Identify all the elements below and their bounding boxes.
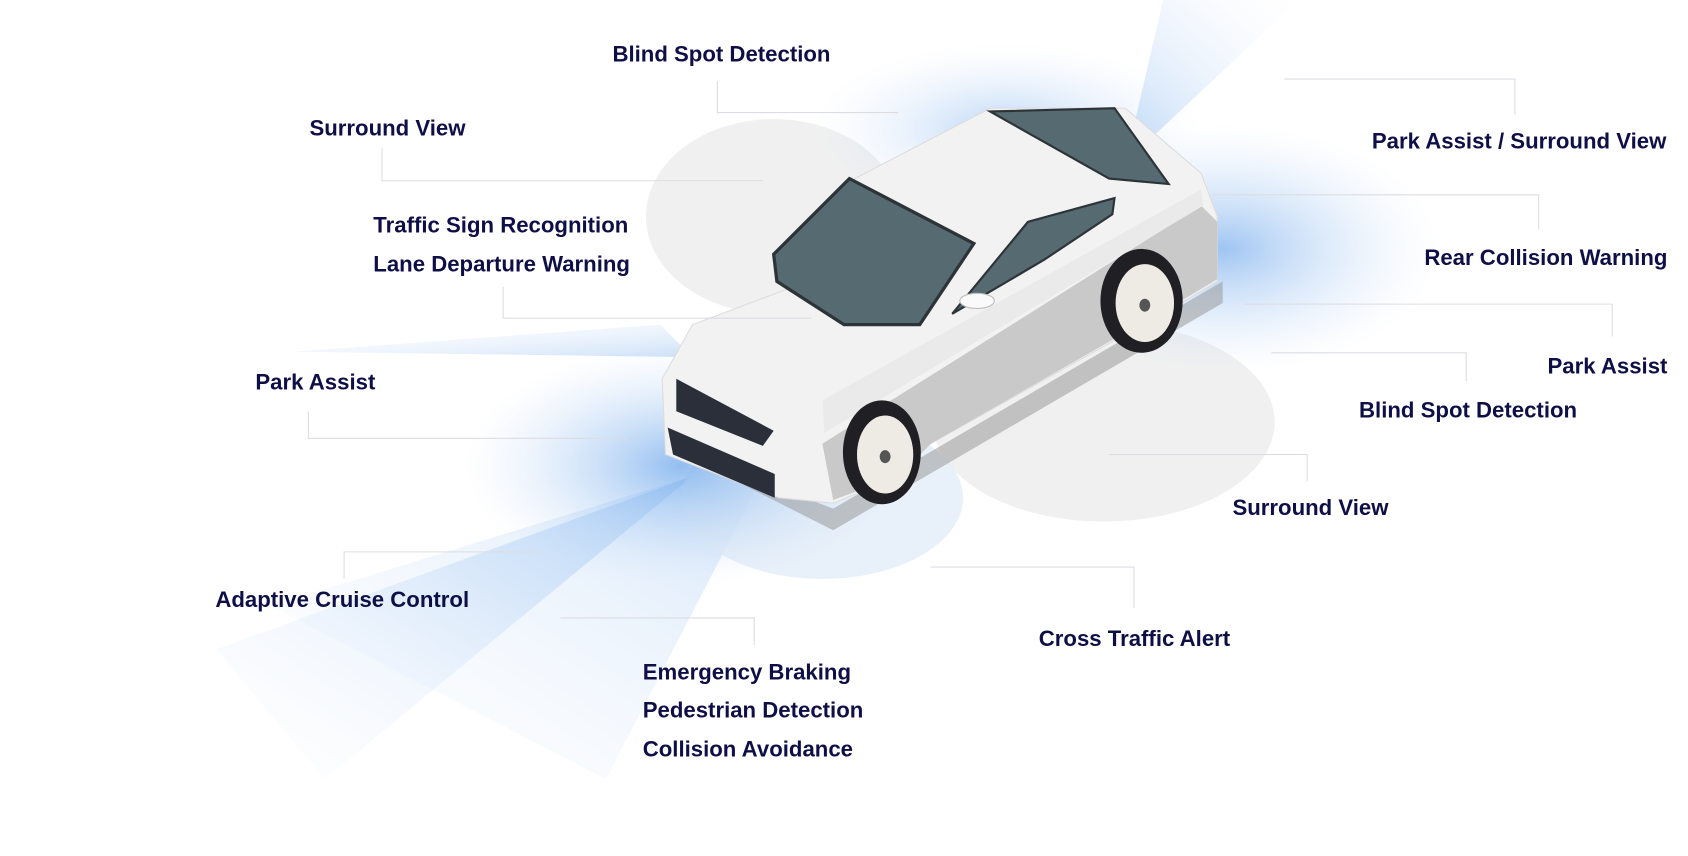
label-park-assist-left: Park Assist	[255, 370, 376, 395]
label-park-assist-surround-view: Park Assist / Surround View	[1372, 128, 1667, 153]
rear-window	[986, 107, 1171, 186]
label-blind-spot-detection-top: Blind Spot Detection	[612, 42, 830, 67]
front-camera-beam	[292, 324, 693, 358]
label-lane-departure-warning: Lane Departure Warning	[373, 252, 630, 277]
lower-grille	[667, 427, 775, 498]
label-traffic-sign-recognition: Traffic Sign Recognition	[373, 213, 628, 238]
windshield	[771, 176, 977, 327]
rear-wheel	[1100, 248, 1183, 353]
label-surround-view-right: Surround View	[1232, 495, 1389, 520]
leader-lines	[307, 78, 1613, 645]
side-windows	[951, 196, 1116, 315]
label-cross-traffic-alert: Cross Traffic Alert	[1039, 626, 1231, 651]
car-side-highlight	[822, 189, 1204, 433]
front-wheel	[842, 400, 921, 505]
side-mirror	[959, 292, 995, 309]
car-illustration	[661, 107, 1223, 531]
label-collision-avoidance: Collision Avoidance	[643, 736, 853, 761]
label-pedestrian-detection: Pedestrian Detection	[643, 697, 864, 722]
front-grille	[676, 378, 774, 446]
label-adaptive-cruise-control: Adaptive Cruise Control	[215, 587, 469, 612]
label-emergency-braking: Emergency Braking	[643, 660, 851, 685]
label-blind-spot-detection-right: Blind Spot Detection	[1359, 398, 1577, 423]
label-rear-collision-warning: Rear Collision Warning	[1424, 245, 1667, 270]
label-surround-view-top-left: Surround View	[309, 115, 466, 140]
label-park-assist-right: Park Assist	[1547, 353, 1668, 378]
feature-labels: Blind Spot Detection Surround View Traff…	[215, 42, 1668, 762]
